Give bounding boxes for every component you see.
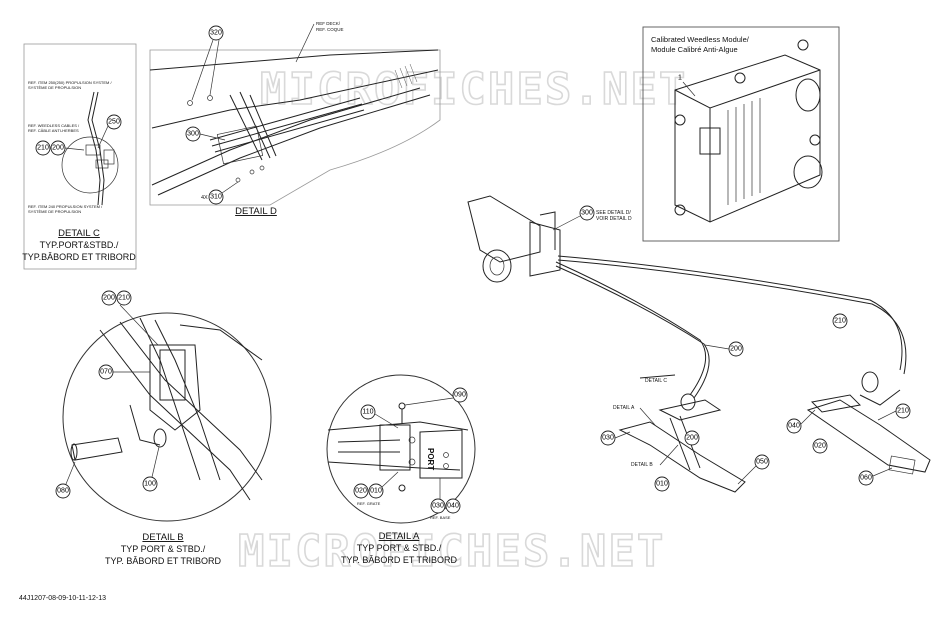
watermark-bottom: MICROFICHES.NET xyxy=(238,526,665,577)
main-callout-210-stand: 210 xyxy=(895,403,911,419)
svg-text:200: 200 xyxy=(52,145,64,152)
svg-text:040: 040 xyxy=(788,423,800,430)
detail-a-callout-090: 090 xyxy=(452,387,468,403)
detail-a-port-text: PORT xyxy=(426,448,435,470)
svg-text:010: 010 xyxy=(370,488,382,495)
svg-text:300: 300 xyxy=(187,131,199,138)
detail-d-callout-310: 310 xyxy=(208,189,224,205)
svg-text:030: 030 xyxy=(602,435,614,442)
svg-text:020: 020 xyxy=(355,488,367,495)
main-callout-300: 300 xyxy=(579,205,595,221)
detail-a-callout-110: 110 xyxy=(360,404,376,420)
detail-c-line2: TYP.PORT&STBD./ xyxy=(40,240,119,250)
main-callout-040: 040 xyxy=(786,418,802,434)
watermark-top: MICROFICHES.NET xyxy=(260,64,687,115)
main-assembly: SEE DETAIL D/ VOIR DETAIL D DETAIL C DET… xyxy=(467,195,931,493)
detail-d-callout-320: 320 xyxy=(208,25,224,41)
detail-a-ref-base: REF. BASE xyxy=(430,515,451,520)
detail-a-ref-grate: REF. GRATE xyxy=(357,501,381,506)
svg-text:040: 040 xyxy=(447,503,459,510)
svg-text:310: 310 xyxy=(210,194,222,201)
detail-c-callout-250: 250 xyxy=(106,114,122,130)
detail-b-callout-070: 070 xyxy=(98,364,114,380)
svg-text:210: 210 xyxy=(37,145,49,152)
main-callout-200-cable: 200 xyxy=(728,341,744,357)
svg-text:010: 010 xyxy=(656,481,668,488)
svg-text:210: 210 xyxy=(834,318,846,325)
detail-a-line2: TYP PORT & STBD./ xyxy=(357,543,442,553)
main-callout-020: 020 xyxy=(812,438,828,454)
detail-d-panel: REF DECK/ REF. COQUE 320 300 4X 310 DETA… xyxy=(149,21,441,217)
svg-text:070: 070 xyxy=(100,369,112,376)
detail-c-title: DETAIL C xyxy=(58,228,100,239)
detail-d-ref-deck-1: REF DECK/ xyxy=(316,21,341,26)
see-detail-d-1: SEE DETAIL D/ xyxy=(596,210,631,216)
detail-c-ref-mid-1: REF. WEEDLESS CABLES / xyxy=(28,123,80,128)
detail-c-panel: REF. ITEM 250(250) PROPULSION SYSTEM / S… xyxy=(22,43,137,270)
module-title-fr: Module Calibré Anti-Algue xyxy=(651,45,738,54)
detail-b-panel: 200 210 070 080 100 DETAIL B TYP PORT & … xyxy=(55,290,272,566)
svg-text:1: 1 xyxy=(678,75,682,82)
svg-text:020: 020 xyxy=(814,443,826,450)
svg-text:320: 320 xyxy=(210,30,222,37)
detail-a-callout-030: 030 xyxy=(430,498,446,514)
svg-text:250: 250 xyxy=(108,119,120,126)
weedless-module-panel: Calibrated Weedless Module/ Module Calib… xyxy=(642,26,840,242)
detail-b-title: DETAIL B xyxy=(142,532,183,543)
detail-b-callout-100: 100 xyxy=(142,476,158,492)
svg-text:200: 200 xyxy=(103,295,115,302)
svg-text:110: 110 xyxy=(362,409,373,416)
detail-b-line2: TYP PORT & STBD./ xyxy=(121,544,206,554)
svg-text:090: 090 xyxy=(454,392,466,399)
svg-text:030: 030 xyxy=(432,503,444,510)
svg-text:050: 050 xyxy=(756,459,768,466)
detail-b-callout-080: 080 xyxy=(55,483,71,499)
main-callout-010: 010 xyxy=(654,476,670,492)
svg-text:060: 060 xyxy=(860,475,872,482)
svg-text:210: 210 xyxy=(118,295,130,302)
svg-text:080: 080 xyxy=(57,488,69,495)
detail-d-callout-300: 300 xyxy=(185,126,201,142)
detail-c-line3: TYP.BÂBORD ET TRIBORD xyxy=(22,252,136,262)
detail-c-ref-bot-1: REF. ITEM 240 PROPULSION SYSTEM / xyxy=(28,204,103,209)
main-callout-200-stand: 200 xyxy=(684,430,700,446)
detail-a-callout-010: 010 xyxy=(368,483,384,499)
main-callout-060: 060 xyxy=(858,470,874,486)
drawing-number: 44J1207-08-09-10-11-12-13 xyxy=(19,595,106,602)
see-detail-d-2: VOIR DETAIL D xyxy=(596,216,632,222)
detail-d-title: DETAIL D xyxy=(235,206,277,217)
detail-c-callout-200: 200 xyxy=(50,140,66,156)
detail-b-callout-210: 210 xyxy=(116,290,132,306)
main-detail-a-ref: DETAIL A xyxy=(613,405,635,411)
svg-text:210: 210 xyxy=(897,408,909,415)
detail-c-callout-210: 210 xyxy=(35,140,51,156)
svg-text:200: 200 xyxy=(730,346,742,353)
svg-text:300: 300 xyxy=(581,210,593,217)
main-callout-050: 050 xyxy=(754,454,770,470)
module-callout-1: 1 xyxy=(678,75,682,82)
svg-text:200: 200 xyxy=(686,435,698,442)
module-title-en: Calibrated Weedless Module/ xyxy=(651,35,750,44)
detail-b-line3: TYP. BÂBORD ET TRIBORD xyxy=(105,556,222,566)
main-detail-b-ref: DETAIL B xyxy=(631,462,653,468)
main-callout-210-cable: 210 xyxy=(832,313,848,329)
svg-text:100: 100 xyxy=(144,481,156,488)
detail-c-ref-bot-2: SYSTÈME DE PROPULSION xyxy=(28,209,81,214)
detail-c-ref-top-1: REF. ITEM 250(250) PROPULSION SYSTEM / xyxy=(28,80,112,85)
detail-a-callout-040: 040 xyxy=(445,498,461,514)
detail-a-callout-020: 020 xyxy=(353,483,369,499)
detail-a-title: DETAIL A xyxy=(379,531,420,542)
detail-c-ref-top-2: SYSTÈME DE PROPULSION xyxy=(28,85,81,90)
detail-c-ref-mid-2: REF. CÂBLE ANTI-HERBES xyxy=(28,128,79,133)
main-callout-030: 030 xyxy=(600,430,616,446)
detail-a-panel: PORT 090 110 020 010 REF. GRATE 030 040 … xyxy=(326,374,476,565)
detail-a-line3: TYP. BÂBORD ET TRIBORD xyxy=(341,555,458,565)
detail-d-qty: 4X xyxy=(201,195,208,201)
detail-b-callout-200: 200 xyxy=(101,290,117,306)
main-detail-c-ref: DETAIL C xyxy=(645,378,667,384)
detail-d-ref-deck-2: REF. COQUE xyxy=(316,27,344,32)
